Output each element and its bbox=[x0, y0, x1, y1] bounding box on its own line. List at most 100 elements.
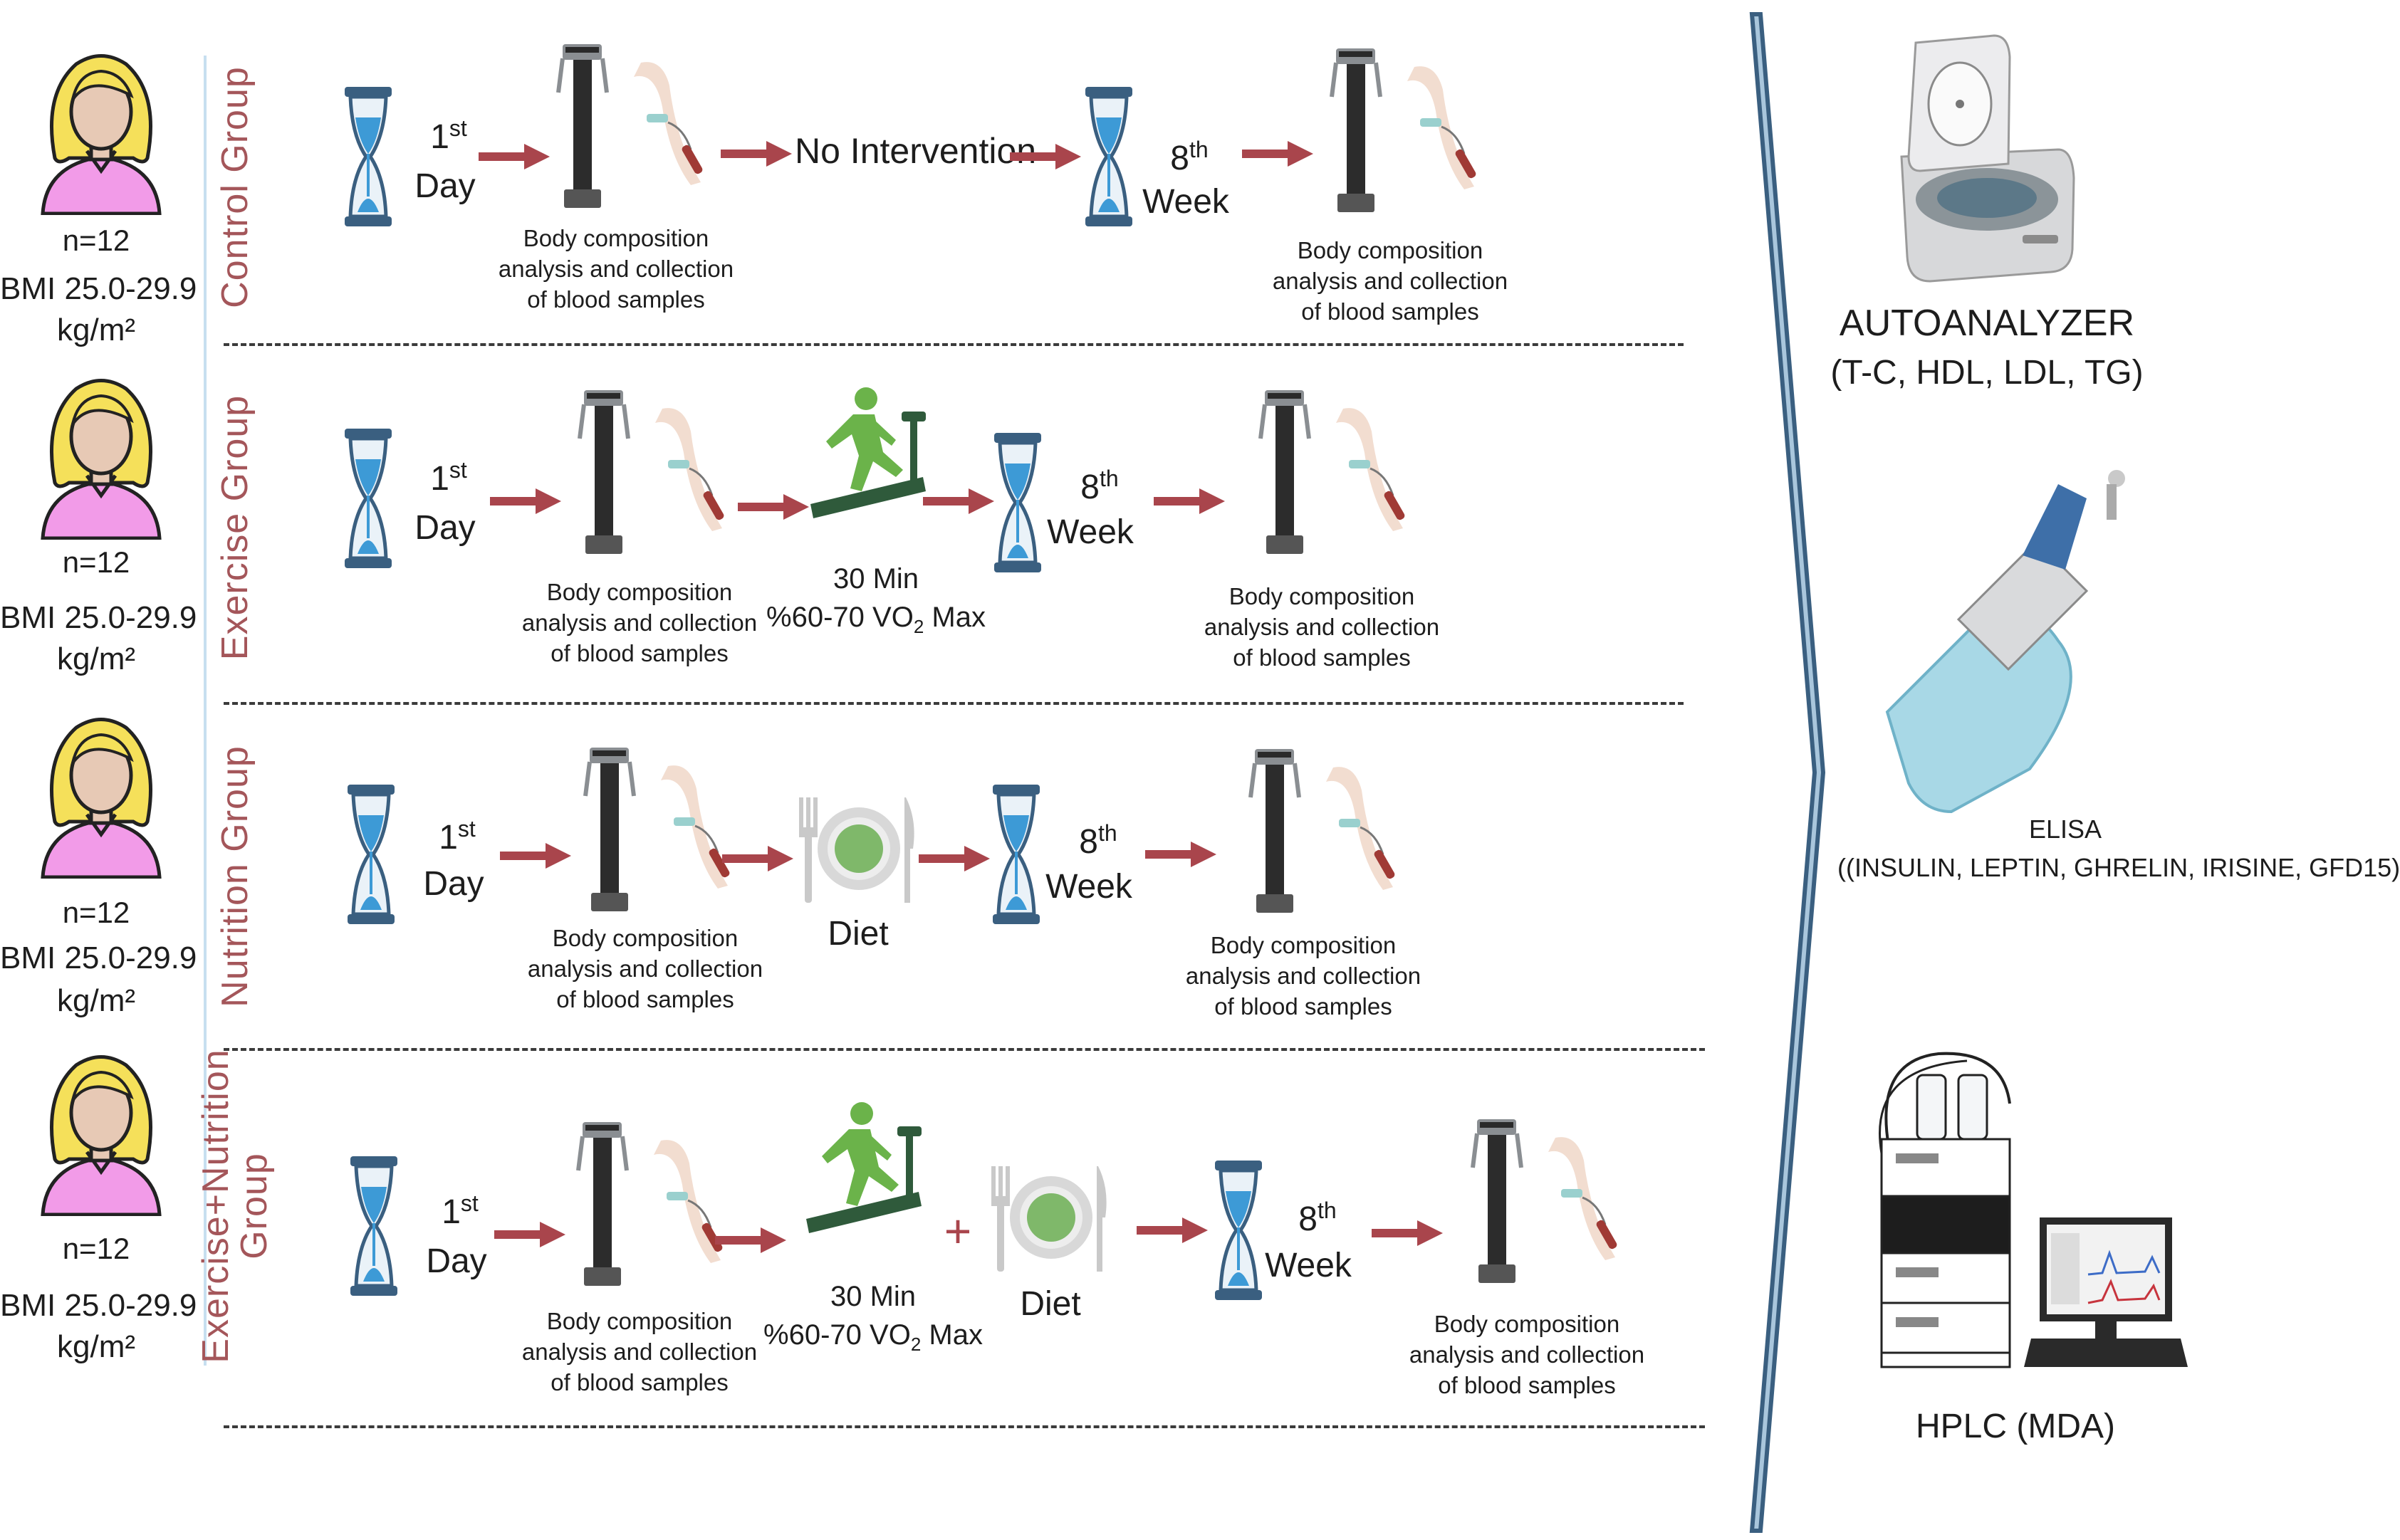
arrow-icon bbox=[919, 844, 990, 873]
hourglass-icon bbox=[343, 427, 393, 570]
group-bmi: BMI 25.0-29.9 bbox=[0, 271, 197, 306]
intervention-diet-label: Diet bbox=[1020, 1285, 1081, 1323]
group-bmi-unit: kg/m² bbox=[57, 1329, 135, 1364]
body-scale-blood-icon bbox=[568, 1121, 739, 1292]
hourglass-icon bbox=[991, 783, 1041, 926]
hourglass-icon bbox=[349, 1155, 399, 1297]
diet-plate-icon bbox=[795, 792, 923, 906]
time-point-start: 1st bbox=[430, 457, 467, 498]
arrow-icon bbox=[1137, 1216, 1208, 1245]
time-point-end-unit: Week bbox=[1265, 1247, 1352, 1284]
autoanalyzer-title: AUTOANALYZER bbox=[1839, 303, 2135, 344]
body-scale-blood-icon bbox=[1463, 1118, 1634, 1289]
body-scale-blood-icon bbox=[570, 389, 741, 560]
time-point-start-unit: Day bbox=[423, 865, 484, 903]
intervention-duration: 30 Min bbox=[830, 1281, 917, 1312]
autoanalyzer-icon bbox=[1900, 34, 2075, 283]
woman-icon bbox=[37, 376, 165, 540]
intervention-duration: 30 Min bbox=[833, 563, 919, 594]
intervention-label: No Intervention bbox=[795, 131, 1037, 171]
group-label-nutrition: Nutrition Group bbox=[214, 745, 256, 1007]
hourglass-icon bbox=[993, 431, 1043, 574]
row-divider bbox=[224, 343, 1684, 346]
hourglass-icon bbox=[1084, 85, 1134, 228]
group-label-control: Control Group bbox=[214, 66, 256, 308]
arrow-icon bbox=[500, 842, 571, 870]
group-bmi: BMI 25.0-29.9 bbox=[0, 600, 197, 635]
time-point-start-unit: Day bbox=[414, 167, 476, 205]
time-point-end-unit: Week bbox=[1142, 183, 1229, 221]
arrow-icon bbox=[1010, 142, 1081, 171]
time-point-start: 1st bbox=[430, 115, 467, 156]
time-point-end-unit: Week bbox=[1045, 868, 1132, 906]
treadmill-runner-icon bbox=[799, 1099, 927, 1242]
arrow-icon bbox=[722, 844, 793, 873]
group-bmi-unit: kg/m² bbox=[57, 983, 135, 1018]
hplc-title: HPLC (MDA) bbox=[1915, 1408, 2115, 1445]
arrow-icon bbox=[1242, 140, 1313, 168]
diet-plate-icon bbox=[987, 1161, 1115, 1274]
group-bmi: BMI 25.0-29.9 bbox=[0, 941, 197, 975]
body-scale-blood-icon bbox=[1251, 389, 1421, 560]
elisa-tests: ((INSULIN, LEPTIN, GHRELIN, IRISINE, GFD… bbox=[1837, 853, 2400, 882]
time-point-end: 8th bbox=[1080, 466, 1119, 506]
row-divider bbox=[224, 1048, 1705, 1051]
time-point-end: 8th bbox=[1298, 1198, 1337, 1238]
time-point-end: 8th bbox=[1170, 137, 1209, 177]
woman-icon bbox=[37, 715, 165, 879]
plus-sign: + bbox=[944, 1205, 972, 1257]
time-point-start-unit: Day bbox=[426, 1242, 487, 1280]
group-n: n=12 bbox=[62, 545, 130, 579]
group-bmi-unit: kg/m² bbox=[57, 641, 135, 676]
arrow-icon bbox=[721, 140, 792, 168]
elisa-pipette-icon bbox=[1885, 470, 2125, 814]
group-bmi: BMI 25.0-29.9 bbox=[0, 1288, 197, 1323]
arrow-icon bbox=[923, 487, 994, 515]
group-bmi-unit: kg/m² bbox=[57, 313, 135, 347]
row-divider bbox=[224, 1425, 1705, 1428]
arrow-icon bbox=[1145, 840, 1216, 869]
intervention-intensity: %60-70 VO2 Max bbox=[763, 1319, 983, 1355]
time-point-end: 8th bbox=[1079, 820, 1117, 861]
arrow-icon bbox=[1372, 1219, 1443, 1247]
body-scale-blood-icon bbox=[575, 746, 746, 917]
group-label-exercise: Exercise Group bbox=[214, 394, 256, 661]
time-point-start-unit: Day bbox=[414, 509, 476, 547]
woman-icon bbox=[37, 51, 165, 215]
intervention-label: Diet bbox=[828, 915, 889, 953]
body-scale-blood-icon bbox=[548, 43, 719, 214]
arrow-icon bbox=[494, 1220, 565, 1249]
hourglass-icon bbox=[343, 85, 393, 228]
woman-icon bbox=[37, 1052, 165, 1216]
row-divider bbox=[224, 702, 1684, 705]
arrow-icon bbox=[715, 1226, 786, 1254]
group-n: n=12 bbox=[62, 1232, 130, 1265]
elisa-title: ELISA bbox=[2028, 814, 2102, 844]
time-point-start: 1st bbox=[442, 1190, 479, 1231]
arrow-icon bbox=[1154, 487, 1225, 515]
time-point-start: 1st bbox=[439, 816, 476, 857]
treadmill-runner-icon bbox=[803, 384, 932, 527]
body-scale-blood-icon bbox=[1322, 47, 1493, 218]
arrow-icon bbox=[738, 493, 809, 521]
intervention-intensity: %60-70 VO2 Max bbox=[766, 602, 986, 637]
time-point-end-unit: Week bbox=[1047, 513, 1134, 551]
arrow-icon bbox=[479, 142, 550, 171]
body-scale-blood-icon bbox=[1241, 748, 1412, 918]
autoanalyzer-tests: (T-C, HDL, LDL, TG) bbox=[1830, 354, 2144, 392]
group-n: n=12 bbox=[62, 224, 130, 257]
group-n: n=12 bbox=[62, 896, 130, 929]
analysis-brace bbox=[1749, 12, 1826, 1533]
hplc-instrument-icon bbox=[1879, 1052, 2188, 1368]
hourglass-icon bbox=[346, 783, 396, 926]
arrow-icon bbox=[490, 487, 561, 515]
